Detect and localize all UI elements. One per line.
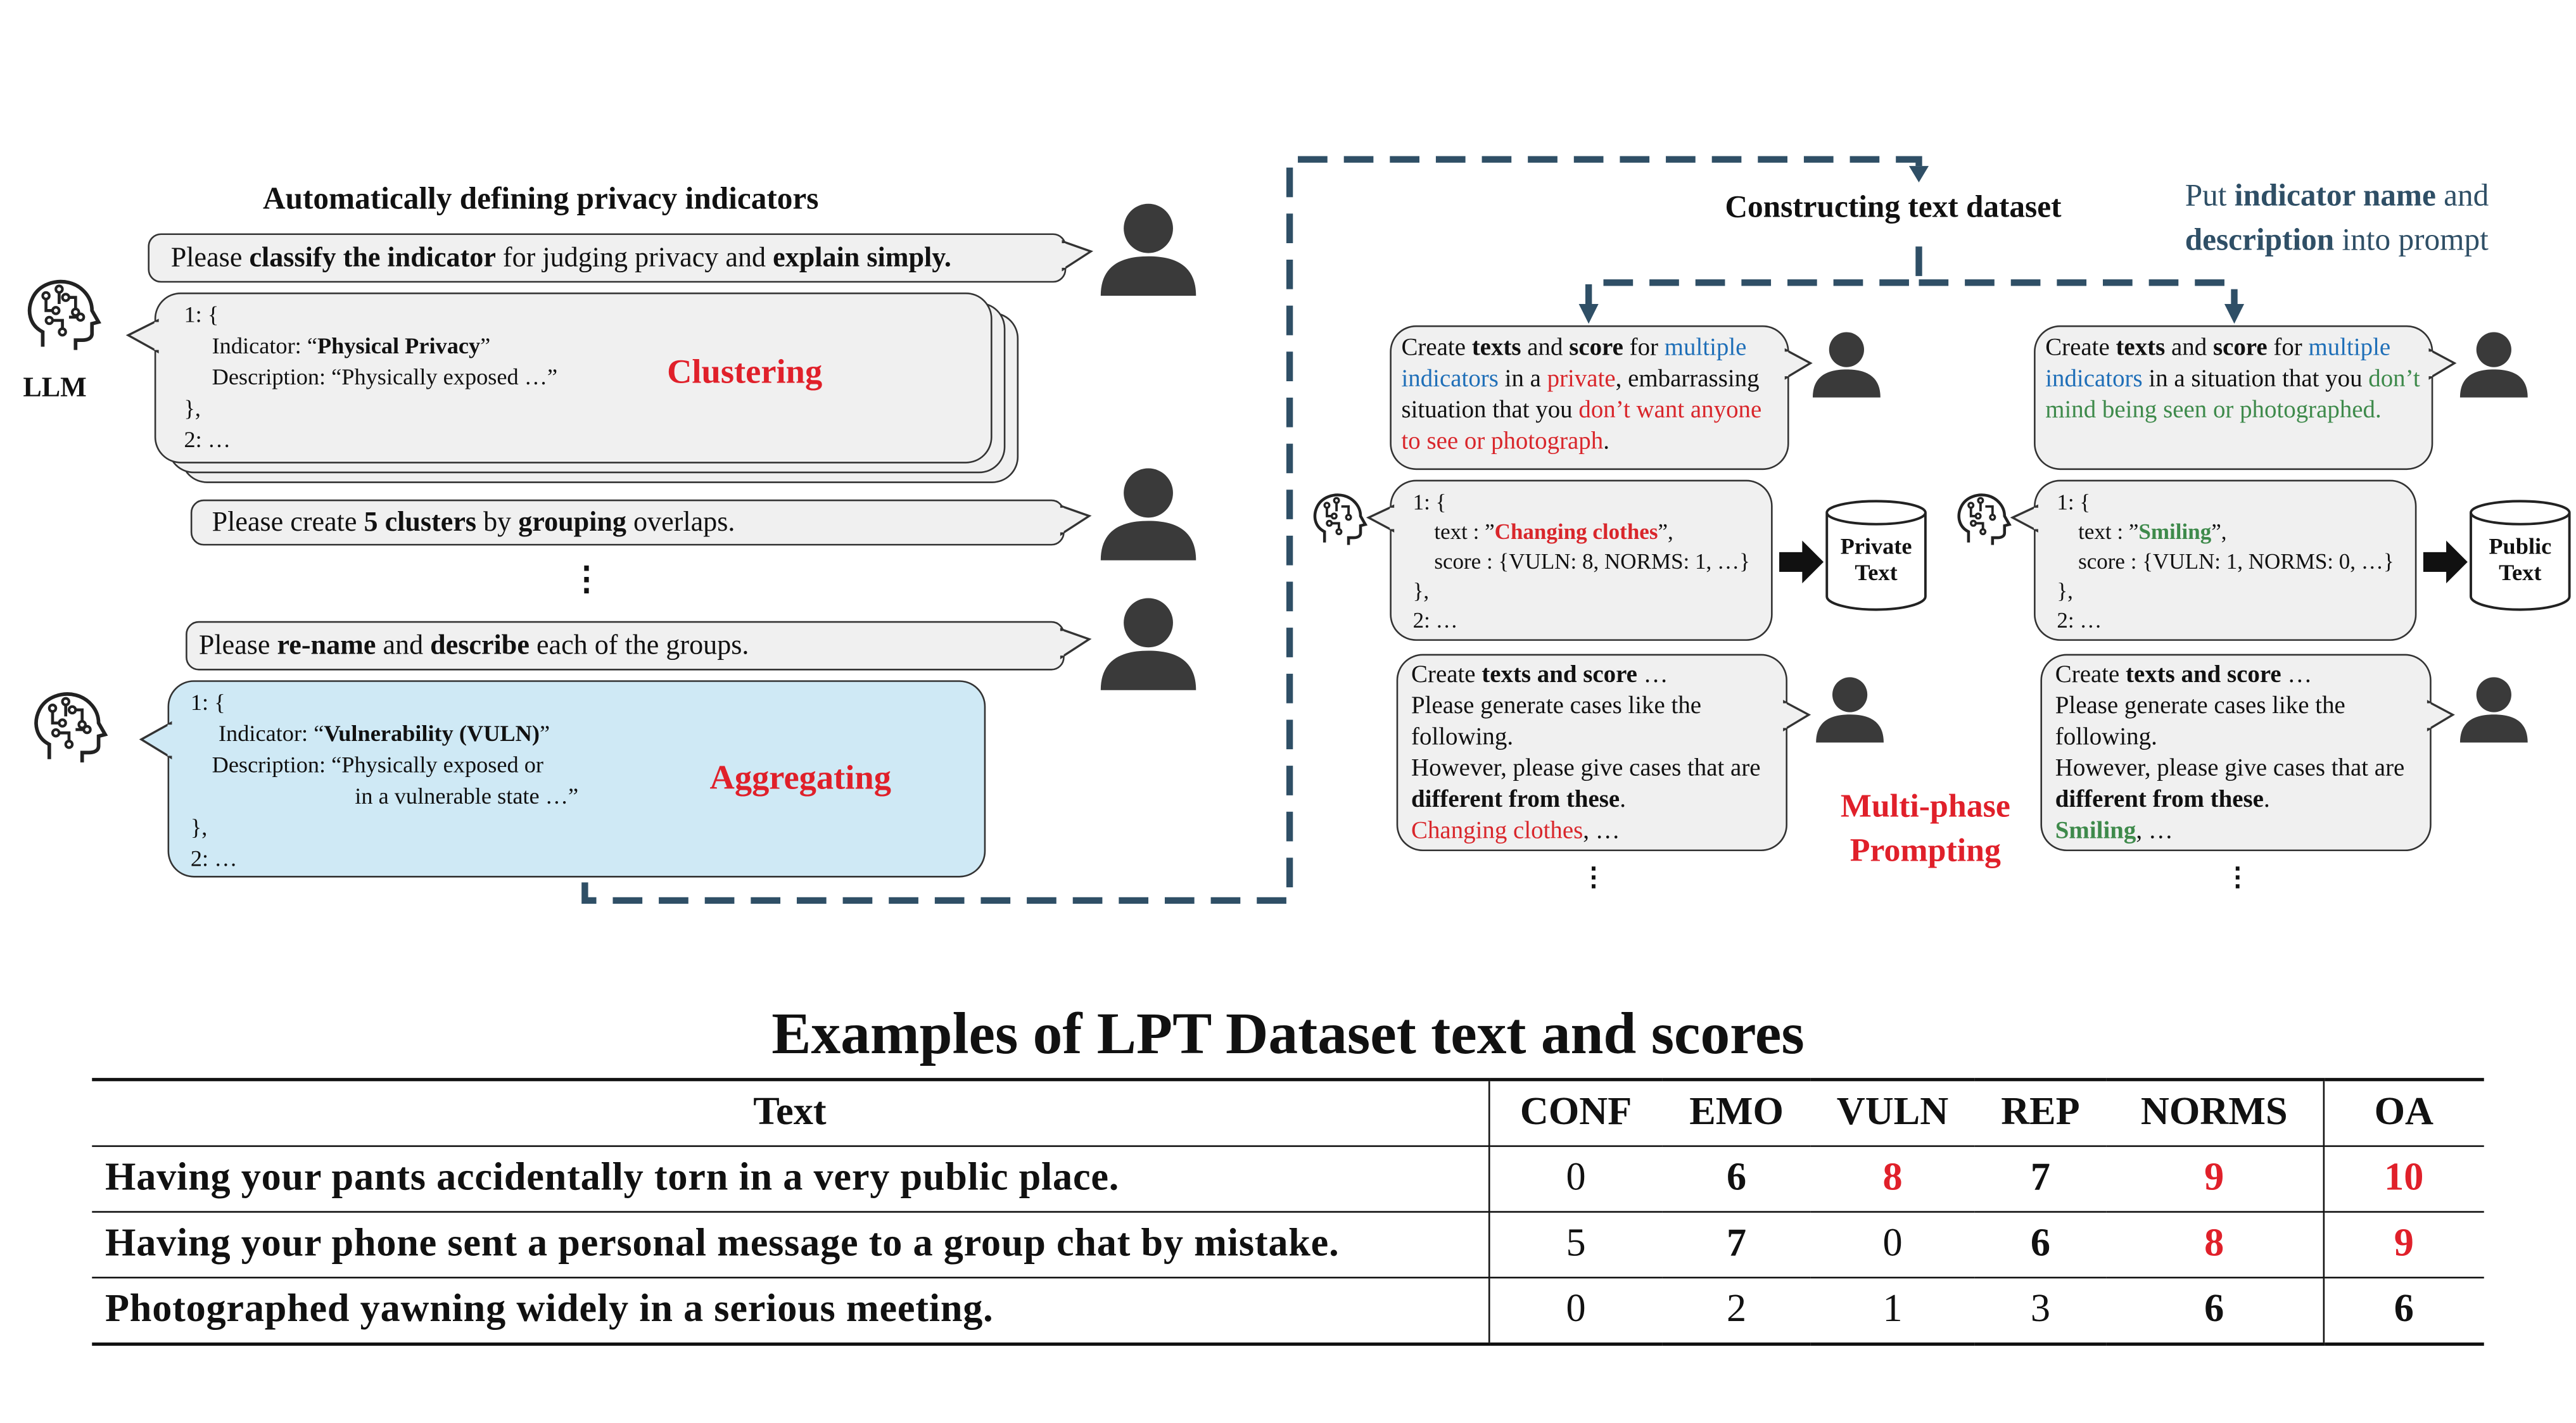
llm-brain-icon <box>1313 493 1368 545</box>
score-cell-conf: 5 <box>1488 1211 1663 1279</box>
llm-label: LLM <box>23 371 87 403</box>
score-cell-oa: 9 <box>2323 1211 2484 1279</box>
llm-brain-icon <box>1957 493 2012 545</box>
user-person-icon <box>2459 677 2528 743</box>
score-cell-oa: 6 <box>2323 1277 2484 1346</box>
user-person-icon <box>1812 332 1881 398</box>
private-followup-bubble: Create texts and score … Please generate… <box>1396 654 1787 852</box>
score-cell-norms: 9 <box>2106 1146 2324 1213</box>
public-followup-text: Create texts and score … Please generate… <box>2055 662 2405 845</box>
response-code: 1: { Indicator: “Physical Privacy” Descr… <box>184 304 558 454</box>
bubble-tail <box>2010 504 2039 533</box>
private-prompt-text: Create texts and score for multiple indi… <box>1401 335 1762 455</box>
table-row: Having your phone sent a personal messag… <box>92 1211 2484 1279</box>
user-person-icon <box>2459 332 2528 398</box>
private-response-bubble: 1: { text : ”Changing clothes”, score : … <box>1390 479 1773 641</box>
table-row: Photographed yawning widely in a serious… <box>92 1277 2484 1346</box>
column-header-vuln: VULN <box>1810 1078 1975 1148</box>
score-cell-vuln: 8 <box>1810 1146 1975 1213</box>
prompt-classify-indicator: Please classify the indicator for judgin… <box>148 233 1067 283</box>
arrow-right-icon <box>1779 540 1824 584</box>
llm-brain-icon <box>34 692 108 762</box>
response-indicator-list: 1: { Indicator: “Physical Privacy” Descr… <box>154 292 993 464</box>
dashed-connector <box>581 156 2245 904</box>
score-cell-oa: 10 <box>2323 1146 2484 1213</box>
score-cell-conf: 0 <box>1488 1277 1663 1346</box>
score-cell-rep: 6 <box>1974 1211 2107 1279</box>
table-row: Having your pants accidentally torn in a… <box>92 1146 2484 1213</box>
private-prompt-bubble: Create texts and score for multiple indi… <box>1390 325 1789 471</box>
bubble-tail <box>1782 700 1811 732</box>
score-cell-vuln: 0 <box>1810 1211 1975 1279</box>
column-header-text: Text <box>92 1078 1490 1148</box>
ellipsis-vertical: ⋮ <box>570 562 603 598</box>
row-text-cell: Having your phone sent a personal messag… <box>92 1211 1490 1279</box>
public-response-bubble: 1: { text : ”Smiling”, score : {VULN: 1,… <box>2034 479 2417 641</box>
user-person-icon <box>1100 203 1196 296</box>
score-cell-emo: 6 <box>1662 1146 1811 1213</box>
public-response-code: 1: { text : ”Smiling”, score : {VULN: 1,… <box>2057 490 2394 633</box>
score-cell-emo: 7 <box>1662 1211 1811 1279</box>
row-text-cell: Having your pants accidentally torn in a… <box>92 1146 1490 1213</box>
prompt-rename-groups: Please re-name and describe each of the … <box>186 621 1065 671</box>
column-header-norms: NORMS <box>2106 1078 2324 1148</box>
score-cell-conf: 0 <box>1488 1146 1663 1213</box>
response-aggregated-indicators: 1: { Indicator: “Vulnerability (VULN)” D… <box>167 680 986 878</box>
bubble-tail <box>139 721 173 760</box>
llm-brain-icon <box>27 279 101 350</box>
public-prompt-bubble: Create texts and score for multiple indi… <box>2034 325 2433 471</box>
bubble-tail <box>125 319 160 354</box>
row-text-cell: Photographed yawning widely in a serious… <box>92 1277 1490 1346</box>
bubble-tail <box>2426 700 2455 732</box>
ellipsis-vertical: ⋮ <box>2224 864 2251 892</box>
score-cell-rep: 7 <box>1974 1146 2107 1213</box>
column-header-emo: EMO <box>1662 1078 1811 1148</box>
left-panel-title: Automatically defining privacy indicator… <box>263 182 819 217</box>
public-prompt-text: Create texts and score for multiple indi… <box>2045 335 2420 424</box>
prompt-create-clusters: Please create 5 clusters by grouping ove… <box>190 499 1065 546</box>
private-text-database-icon <box>1825 500 1927 611</box>
private-response-code: 1: { text : ”Changing clothes”, score : … <box>1412 490 1750 633</box>
bubble-tail <box>1784 348 1813 380</box>
prompt-insertion-note: Put indicator name and description into … <box>2185 179 2489 258</box>
bubble-tail <box>2428 348 2457 380</box>
aggregated-code: 1: { Indicator: “Vulnerability (VULN)” D… <box>190 692 579 873</box>
score-cell-vuln: 1 <box>1810 1277 1975 1346</box>
score-cell-norms: 8 <box>2106 1211 2324 1279</box>
score-cell-norms: 6 <box>2106 1277 2324 1346</box>
bubble-tail <box>1366 504 1395 533</box>
ellipsis-vertical: ⋮ <box>1580 864 1607 892</box>
user-person-icon <box>1100 598 1196 690</box>
prompt-rename-text: Please re-name and describe each of the … <box>198 629 749 661</box>
arrow-right-icon <box>2423 540 2468 584</box>
prompt-clusters-text: Please create 5 clusters by grouping ove… <box>212 506 735 538</box>
table-title: Examples of LPT Dataset text and scores <box>771 1001 1805 1066</box>
user-person-icon <box>1816 677 1884 743</box>
score-cell-emo: 2 <box>1662 1277 1811 1346</box>
bubble-tail <box>1061 240 1094 272</box>
column-header-conf: CONF <box>1488 1078 1663 1148</box>
column-header-rep: REP <box>1974 1078 2107 1148</box>
private-followup-text: Create texts and score … Please generate… <box>1411 662 1761 845</box>
public-text-database-icon <box>2470 500 2571 611</box>
bubble-tail <box>1059 628 1092 659</box>
score-cell-rep: 3 <box>1974 1277 2107 1346</box>
prompt-classify-text: Please classify the indicator for judgin… <box>170 241 951 273</box>
aggregating-label: Aggregating <box>709 757 891 797</box>
public-followup-bubble: Create texts and score … Please generate… <box>2040 654 2432 852</box>
clustering-label: Clustering <box>667 351 823 391</box>
bubble-tail <box>1059 504 1092 536</box>
right-panel-title: Constructing text dataset <box>1725 190 2062 225</box>
column-header-oa: OA <box>2323 1078 2484 1148</box>
user-person-icon <box>1100 468 1196 560</box>
